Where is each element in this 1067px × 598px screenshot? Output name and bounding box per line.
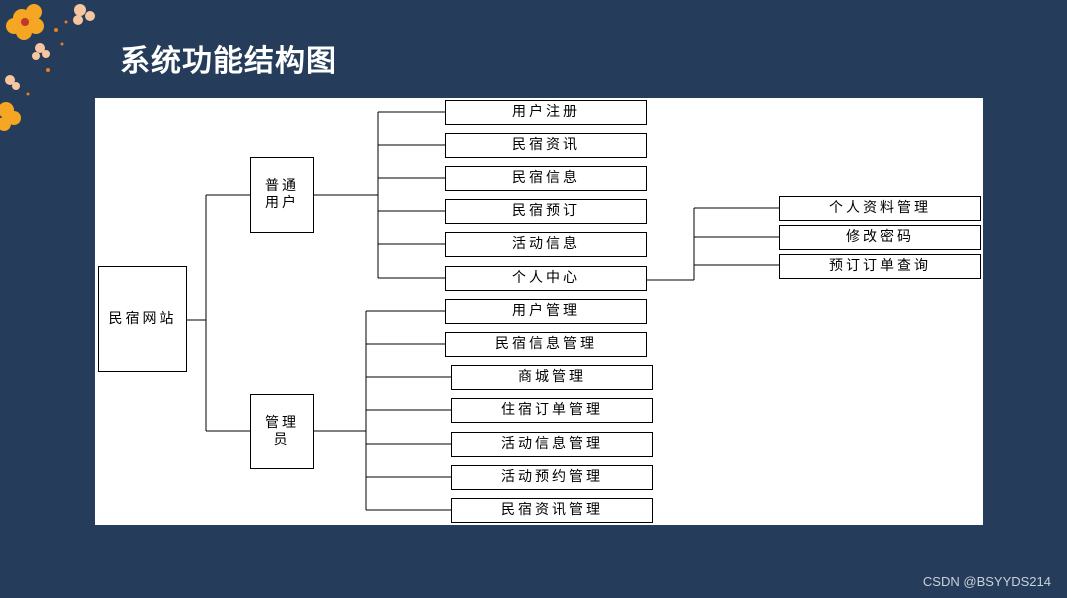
node-activity-reservation-management: 活动预约管理 — [451, 465, 653, 490]
node-homestay-news: 民宿资讯 — [445, 133, 647, 158]
node-user-management: 用户管理 — [445, 299, 647, 324]
node-root: 民宿网站 — [98, 266, 187, 372]
connector-lines — [187, 111, 779, 511]
function-structure-diagram: 民宿网站 普通用户 管理员 用户注册 民宿资讯 民宿信息 民宿预订 活动信息 个… — [95, 98, 983, 525]
node-profile-management: 个人资料管理 — [779, 196, 981, 221]
node-administrator: 管理员 — [250, 394, 314, 469]
node-personal-center: 个人中心 — [445, 266, 647, 291]
node-homestay-info: 民宿信息 — [445, 166, 647, 191]
node-booking-order-query: 预订订单查询 — [779, 254, 981, 279]
watermark: CSDN @BSYYDS214 — [922, 574, 1051, 589]
node-change-password: 修改密码 — [779, 225, 981, 250]
node-activity-info-management: 活动信息管理 — [451, 432, 653, 457]
node-mall-management: 商城管理 — [451, 365, 653, 390]
node-regular-user: 普通用户 — [250, 157, 314, 233]
node-user-register: 用户注册 — [445, 100, 647, 125]
node-lodging-order-management: 住宿订单管理 — [451, 398, 653, 423]
slide-title: 系统功能结构图 — [120, 44, 337, 79]
node-homestay-news-management: 民宿资讯管理 — [451, 498, 653, 523]
node-activity-info: 活动信息 — [445, 232, 647, 257]
node-homestay-info-management: 民宿信息管理 — [445, 332, 647, 357]
node-homestay-booking: 民宿预订 — [445, 199, 647, 224]
floral-decoration — [0, 4, 95, 131]
